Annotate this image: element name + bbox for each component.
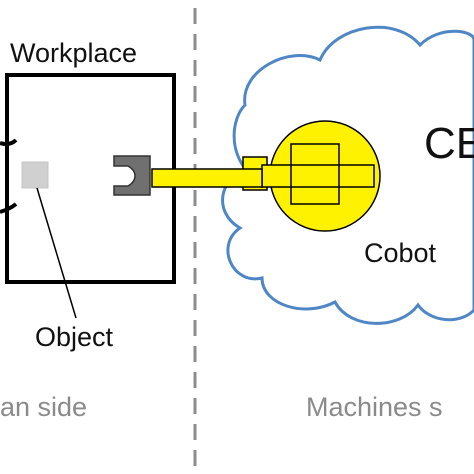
- cobot-label: Cobot: [364, 238, 437, 268]
- workplace-access-mark-top: [0, 138, 18, 146]
- human-side-label: an side: [0, 392, 87, 422]
- cobot-arm-shoulder: [290, 143, 340, 205]
- cobot-arm-lower: [151, 168, 263, 188]
- object-label: Object: [35, 322, 114, 352]
- workplace-label: Workplace: [10, 38, 137, 68]
- cobot-arm-upper: [261, 164, 375, 188]
- object-square: [21, 161, 49, 189]
- machines-side-label: Machines s: [306, 392, 443, 422]
- object-leader-line: [36, 187, 77, 319]
- ce-label: CE: [424, 119, 474, 168]
- workplace-access-mark-bottom: [0, 202, 18, 214]
- gripper-icon: [113, 155, 151, 196]
